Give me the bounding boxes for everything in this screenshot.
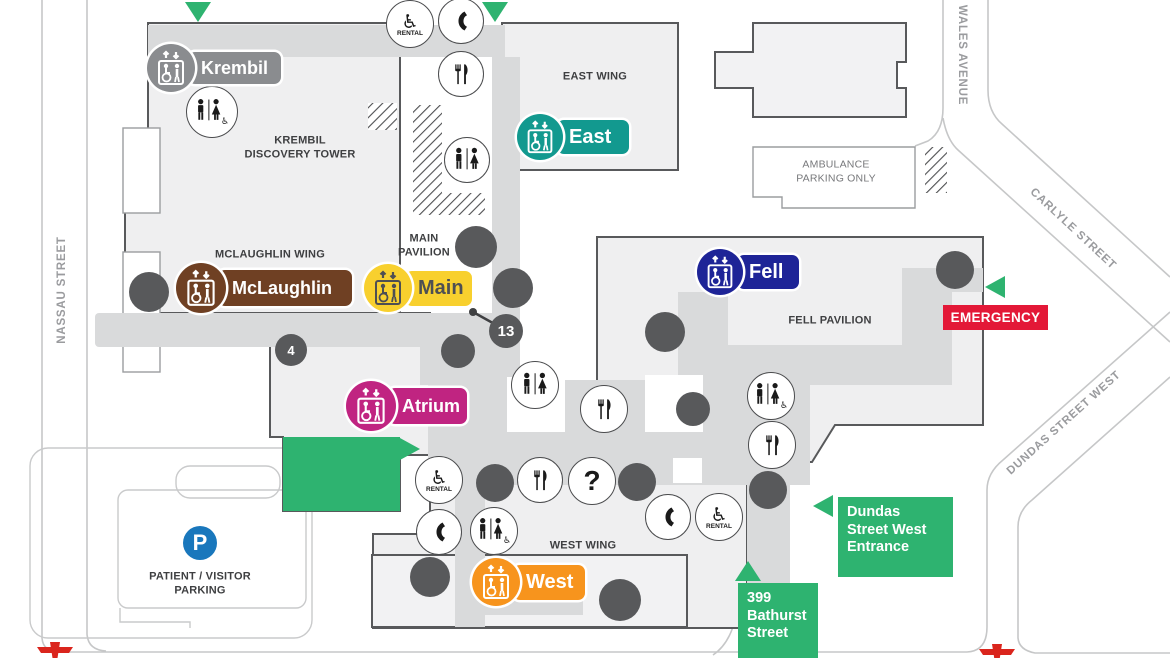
elevator-icon-fell [697, 249, 743, 295]
wc-icon [511, 361, 559, 409]
area-label-fell-pavilion: FELL PAVILION [788, 314, 872, 327]
svg-text:♿: ♿ [221, 117, 229, 127]
map-node-13: 13 [489, 314, 523, 348]
phone-icon [645, 494, 691, 540]
street-label-wales-avenue: WALES AVENUE [956, 4, 968, 106]
map-node [476, 464, 514, 502]
map-node-4: 4 [275, 334, 307, 366]
map-node [493, 268, 533, 308]
elevator-icon-west [472, 558, 520, 606]
elevator-icon-main [364, 264, 412, 312]
wc-acc-icon: ♿ [186, 86, 238, 138]
wc-acc-icon: ♿ [747, 372, 795, 420]
parking-icon: P [183, 526, 217, 560]
map-node [618, 463, 656, 501]
wc-acc-icon: ♿ [470, 507, 518, 555]
area-label-west-wing: WEST WING [549, 539, 617, 552]
wc-icon [444, 137, 490, 183]
entrance-triangle-entrance-top-left [185, 2, 211, 22]
svg-text:♿: ♿ [780, 401, 788, 411]
entrance-triangle-entrance-top-mid [482, 2, 508, 22]
phone-icon [416, 509, 462, 555]
ambulance-parking-area [752, 146, 916, 209]
map-node [455, 226, 497, 268]
map-node [441, 334, 475, 368]
svg-text:♿: ♿ [503, 536, 511, 546]
ttc-stop-icon [977, 642, 1017, 658]
elevator-label-atrium: Atrium [388, 388, 467, 424]
elevator-icon-krembil [147, 44, 195, 92]
elevator-icon-mclaughlin [176, 263, 226, 313]
map-node [645, 312, 685, 352]
map-node [410, 557, 450, 597]
rental-icon: ♿RENTAL [415, 456, 463, 504]
parking-lot-outlines [29, 447, 313, 639]
elevator-label-west: West [513, 564, 585, 600]
map-node [129, 272, 169, 312]
emergency-entrance-label: EMERGENCY [943, 305, 1048, 330]
street-label-nassau-street: NASSAU STREET [56, 236, 68, 344]
entrance-triangle-entrance-bathurst [735, 561, 761, 581]
map-node [676, 392, 710, 426]
elevator-label-main: Main [405, 270, 472, 306]
food-icon [580, 385, 628, 433]
elevator-label-fell: Fell [737, 255, 799, 289]
ttc-stop-icon [35, 640, 75, 658]
entrance-triangle-entrance-atrium [400, 438, 420, 460]
area-label-mclaughlin-wing: MCLAUGHLIN WING [215, 248, 325, 261]
rental-icon: ♿RENTAL [386, 0, 434, 48]
entrance-triangle-entrance-emergency [985, 276, 1005, 298]
entrance-triangle-entrance-dundas [813, 495, 833, 517]
map-node [599, 579, 641, 621]
food-icon [748, 421, 796, 469]
northeast-building [714, 22, 907, 118]
elevator-icon-east [517, 114, 563, 160]
map-node [936, 251, 974, 289]
map-node [749, 471, 787, 509]
food-icon [517, 457, 563, 503]
green-entrance-block [283, 437, 400, 511]
area-label-east-wing: EAST WING [562, 70, 628, 83]
elevator-label-mclaughlin: McLaughlin [218, 270, 352, 306]
rental-icon: ♿RENTAL [695, 493, 743, 541]
info-icon: ? [568, 457, 616, 505]
phone-icon [438, 0, 484, 44]
elevator-label-krembil: Krembil [188, 52, 281, 84]
construction-hatch-areas [368, 103, 947, 215]
elevator-icon-atrium [346, 381, 396, 431]
food-icon [438, 51, 484, 97]
elevator-label-east: East [557, 120, 629, 154]
